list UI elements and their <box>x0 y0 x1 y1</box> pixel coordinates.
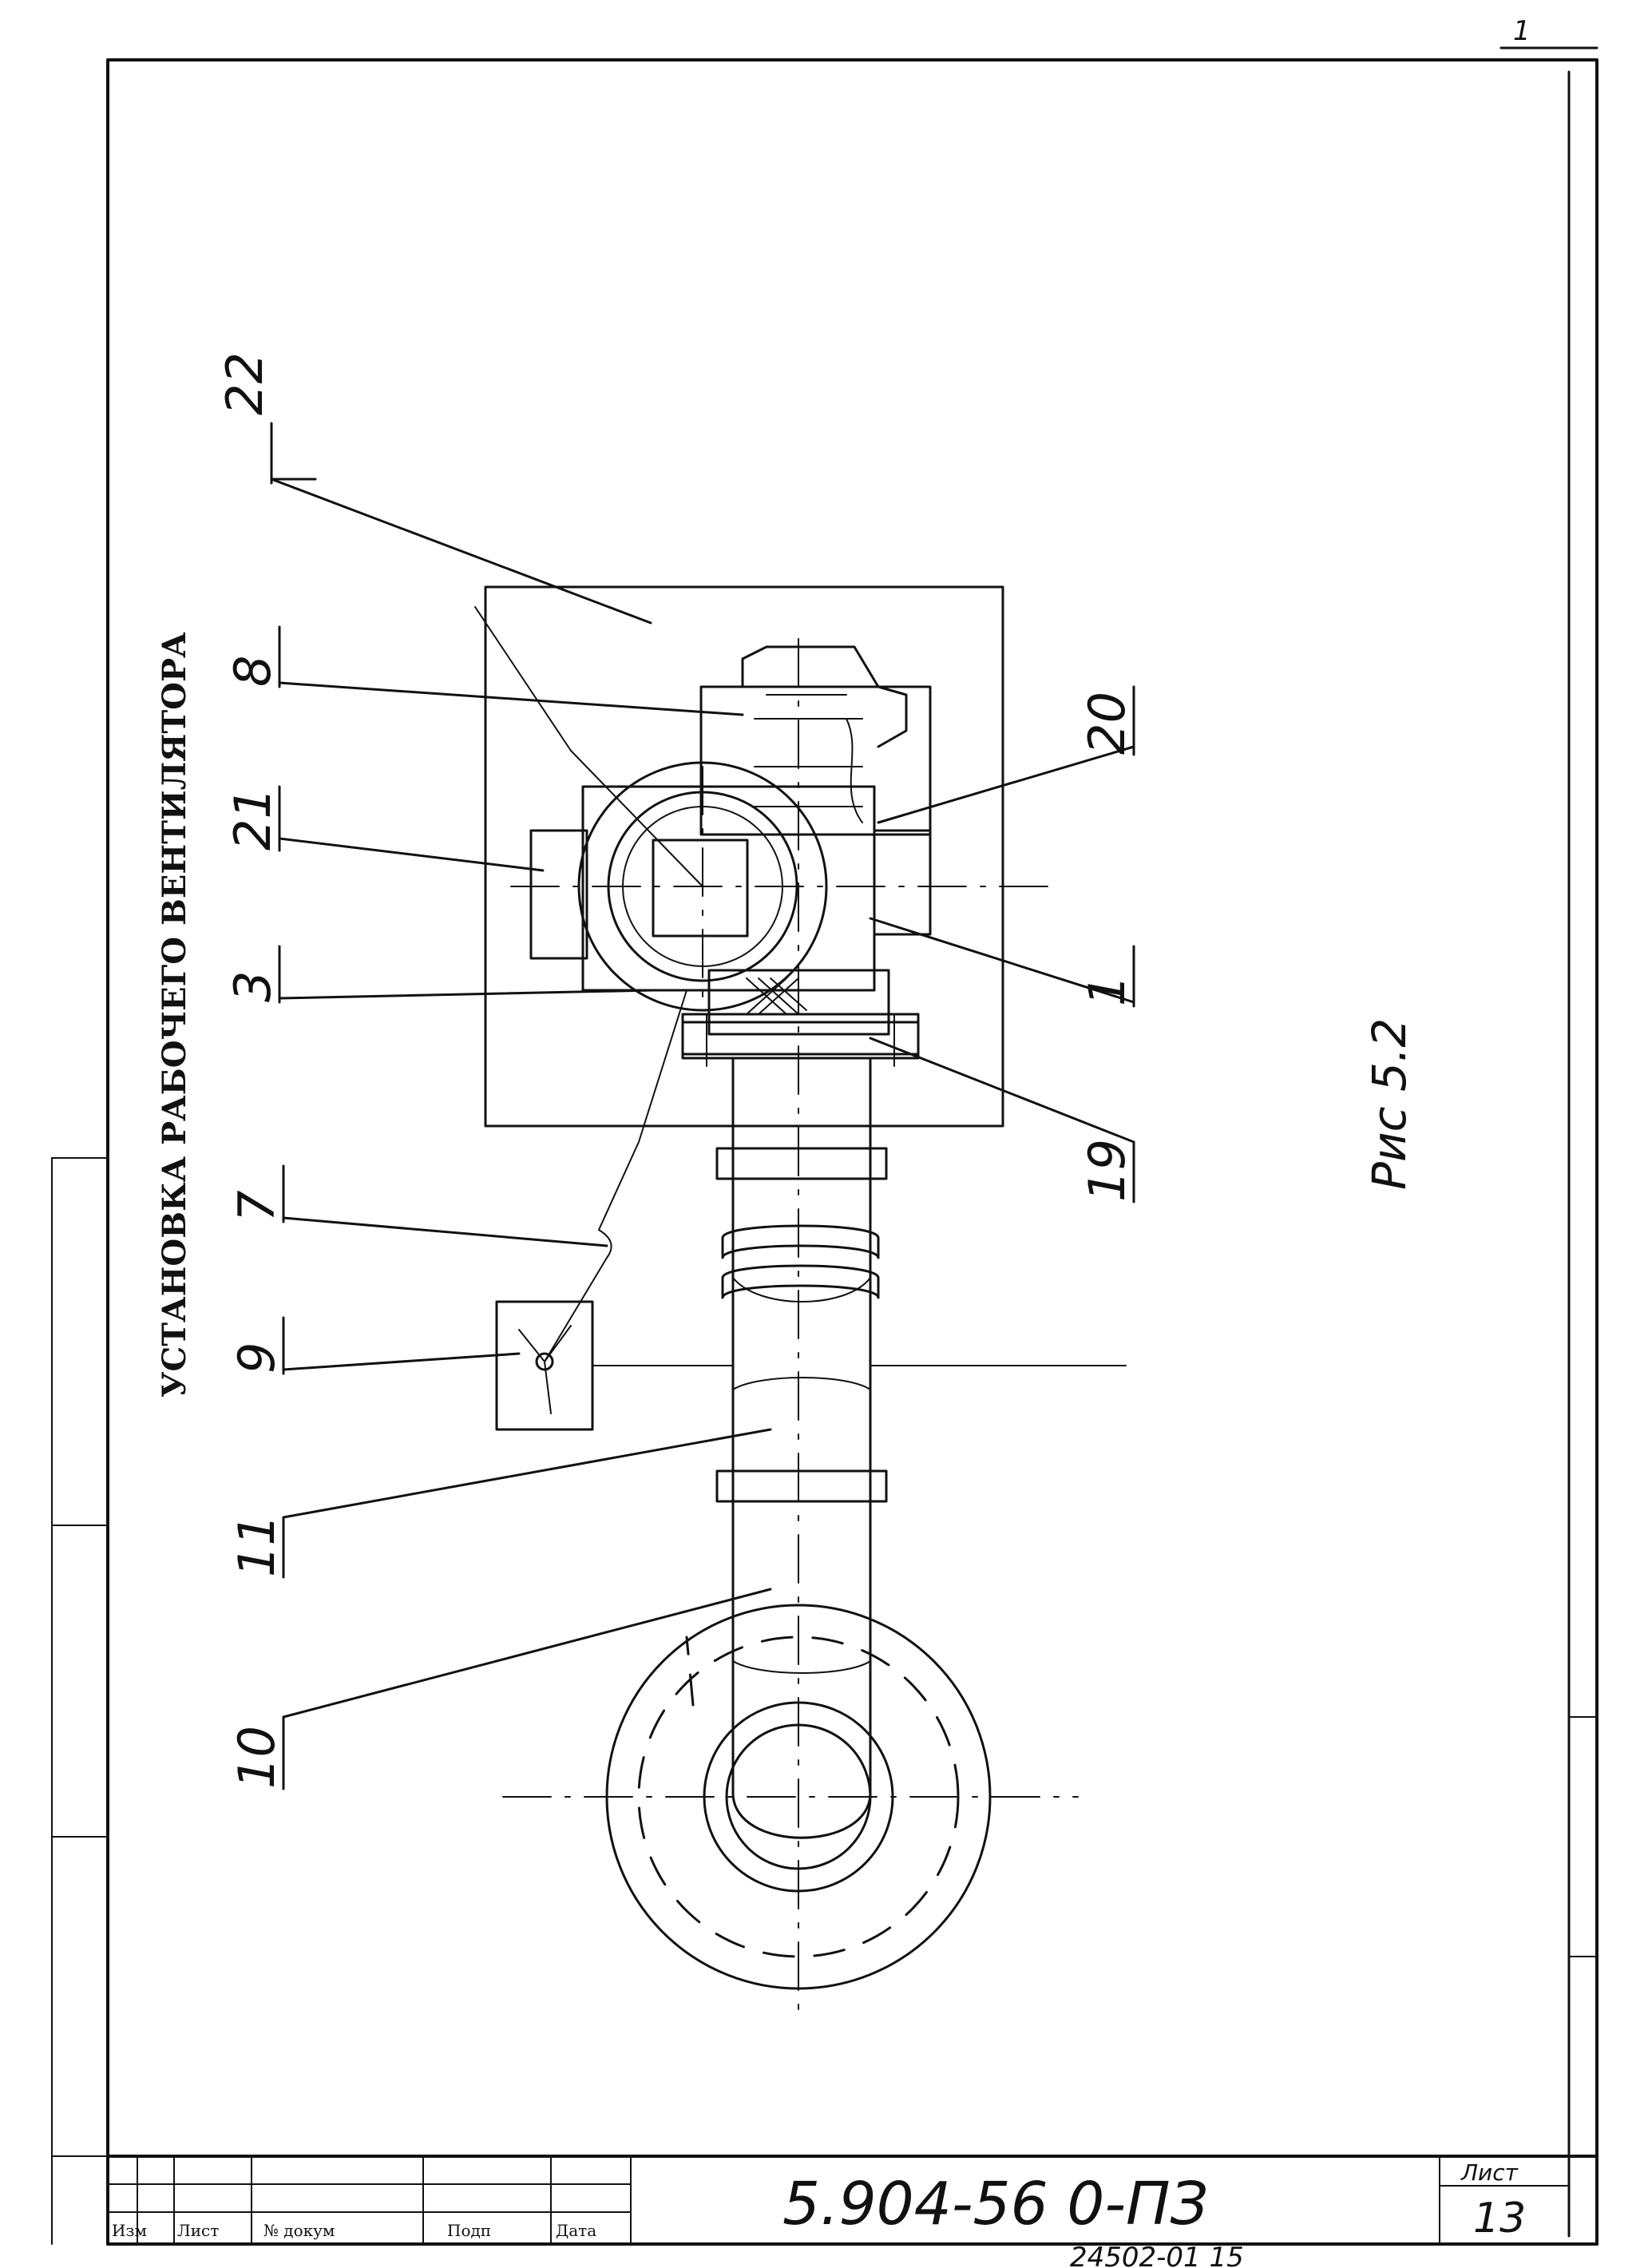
callouts: 22 8 21 3 7 9 11 10 20 <box>216 352 1136 1790</box>
title-block-col-izm: Изм <box>112 2221 147 2240</box>
document-code: 5.904-56 0-ПЗ <box>782 2170 1208 2238</box>
bottom-stamp: 24502-01 15 <box>1070 2242 1244 2268</box>
callout-1: 1 <box>1078 975 1136 1006</box>
flange <box>681 1021 920 1060</box>
hatched-area <box>746 977 807 1015</box>
callout-20: 20 <box>1078 692 1136 755</box>
title-block: Изм Лист № докум Подп Дата 5.904-56 0-ПЗ… <box>106 2155 1598 2246</box>
callout-3: 3 <box>224 971 282 1002</box>
callout-8: 8 <box>224 656 282 687</box>
title-block-col-list: Лист <box>177 2221 219 2240</box>
sheet-corner-mark: 1 <box>1513 15 1531 47</box>
title-block-col-doc: № докум <box>263 2221 335 2240</box>
callout-19: 19 <box>1078 1139 1136 1202</box>
fan-inlet <box>652 839 749 938</box>
control-rod <box>544 989 687 1362</box>
callout-9: 9 <box>228 1342 286 1374</box>
title-block-col-date: Дата <box>556 2221 596 2240</box>
sheet-number: 13 <box>1473 2195 1526 2242</box>
title-block-col-sign: Подп <box>447 2221 491 2240</box>
callout-22: 22 <box>216 352 274 415</box>
callout-11: 11 <box>228 1514 286 1577</box>
sheet-label: Лист <box>1460 2159 1519 2186</box>
callout-7: 7 <box>228 1191 286 1222</box>
electric-motor <box>699 685 932 836</box>
figure-caption: Рис 5.2 <box>1362 1018 1416 1190</box>
drawing-title: УСТАНОВКА РАБОЧЕГО ВЕНТИЛЯТОРА <box>156 632 193 1398</box>
callout-10: 10 <box>228 1726 286 1789</box>
callout-21: 21 <box>224 787 282 850</box>
fan-installation-drawing <box>474 585 1127 2021</box>
base-frame <box>484 585 1004 1128</box>
